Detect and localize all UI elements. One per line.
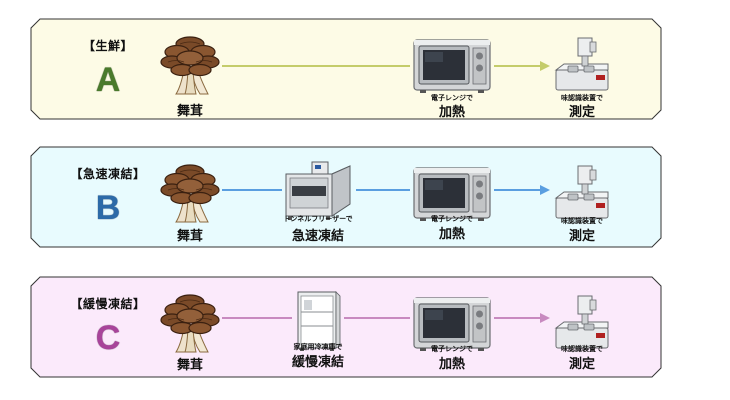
process-row-b: 【急速凍結】 B 舞茸 トンネルフリーザーで 急速凍結 電子レンジで 加熱 味認…	[30, 146, 662, 248]
microwave-oven-icon	[412, 38, 492, 94]
row-a-letter: A	[95, 61, 121, 99]
process-row-a: 【生鮮】 A 舞茸 電子レンジで 加熱 味認識装置で 測定	[30, 18, 662, 120]
arrowhead-icon	[540, 185, 550, 195]
row-c-letter: C	[95, 319, 121, 357]
step-sub-text: 家庭用冷凍庫で	[293, 343, 343, 351]
step-sub-text: 味認識装置で	[561, 94, 603, 102]
taste-sensor-device-icon	[550, 162, 614, 222]
step-main-text: 舞茸	[176, 229, 203, 244]
row-b-arrows	[222, 185, 550, 195]
row-a-arrows	[222, 61, 550, 71]
step-sub-text: 電子レンジで	[431, 215, 473, 223]
process-row-c: 【緩慢凍結】 C 舞茸 家庭用冷凍庫で 緩慢凍結 電子レンジで 加熱 味認識装置…	[30, 276, 662, 378]
arrowhead-icon	[540, 313, 550, 323]
step-main-text: 加熱	[438, 105, 465, 120]
row-a-label: 【生鮮】	[82, 39, 133, 53]
step-main-text: 加熱	[438, 357, 465, 372]
step-main-text: 舞茸	[176, 104, 203, 119]
row-b-letter: B	[95, 189, 121, 227]
arrowhead-icon	[540, 61, 550, 71]
step-sub-text: 電子レンジで	[431, 345, 473, 353]
taste-sensor-device-icon	[550, 292, 614, 352]
row-b-label: 【急速凍結】	[70, 167, 146, 181]
step-main-text: 測定	[568, 229, 595, 244]
step-sub-text: 味認識装置で	[561, 345, 603, 353]
maitake-mushroom-icon	[160, 160, 220, 226]
step-main-text: 測定	[568, 357, 595, 372]
step-main-text: 急速凍結	[291, 229, 344, 244]
step-main-text: 緩慢凍結	[291, 355, 344, 370]
tunnel-freezer-icon	[282, 160, 354, 222]
step-sub-text: 味認識装置で	[561, 217, 603, 225]
row-c-label: 【緩慢凍結】	[70, 297, 146, 311]
step-sub-text: 電子レンジで	[431, 94, 473, 102]
taste-sensor-device-icon	[550, 34, 614, 94]
maitake-mushroom-icon	[160, 32, 220, 98]
step-main-text: 測定	[568, 105, 595, 120]
maitake-mushroom-icon	[160, 290, 220, 356]
step-sub-text: トンネルフリーザーで	[283, 215, 353, 223]
row-c-arrows	[222, 313, 550, 323]
step-main-text: 舞茸	[176, 358, 203, 373]
step-main-text: 加熱	[438, 227, 465, 242]
